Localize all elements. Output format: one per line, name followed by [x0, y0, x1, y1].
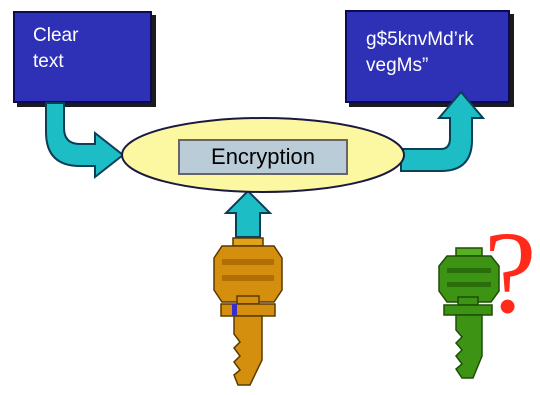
cleartext-line-2: text: [33, 51, 64, 72]
encryption-label: Encryption: [178, 139, 348, 175]
input-arrow: [45, 102, 125, 180]
green-key-icon: [438, 247, 500, 379]
question-mark: ?: [484, 207, 537, 338]
gold-key-icon: [213, 237, 283, 386]
cleartext-line-1: Clear: [33, 25, 79, 46]
ciphertext-line-2: vegMs”: [366, 55, 429, 76]
ciphertext-line-1: g$5knvMd’rk: [366, 29, 474, 50]
ciphertext-box: g$5knvMd’rk vegMs”: [345, 10, 510, 103]
cleartext-box: Clear text: [13, 11, 152, 103]
key-input-arrow: [223, 189, 273, 238]
output-arrow: [400, 90, 486, 172]
